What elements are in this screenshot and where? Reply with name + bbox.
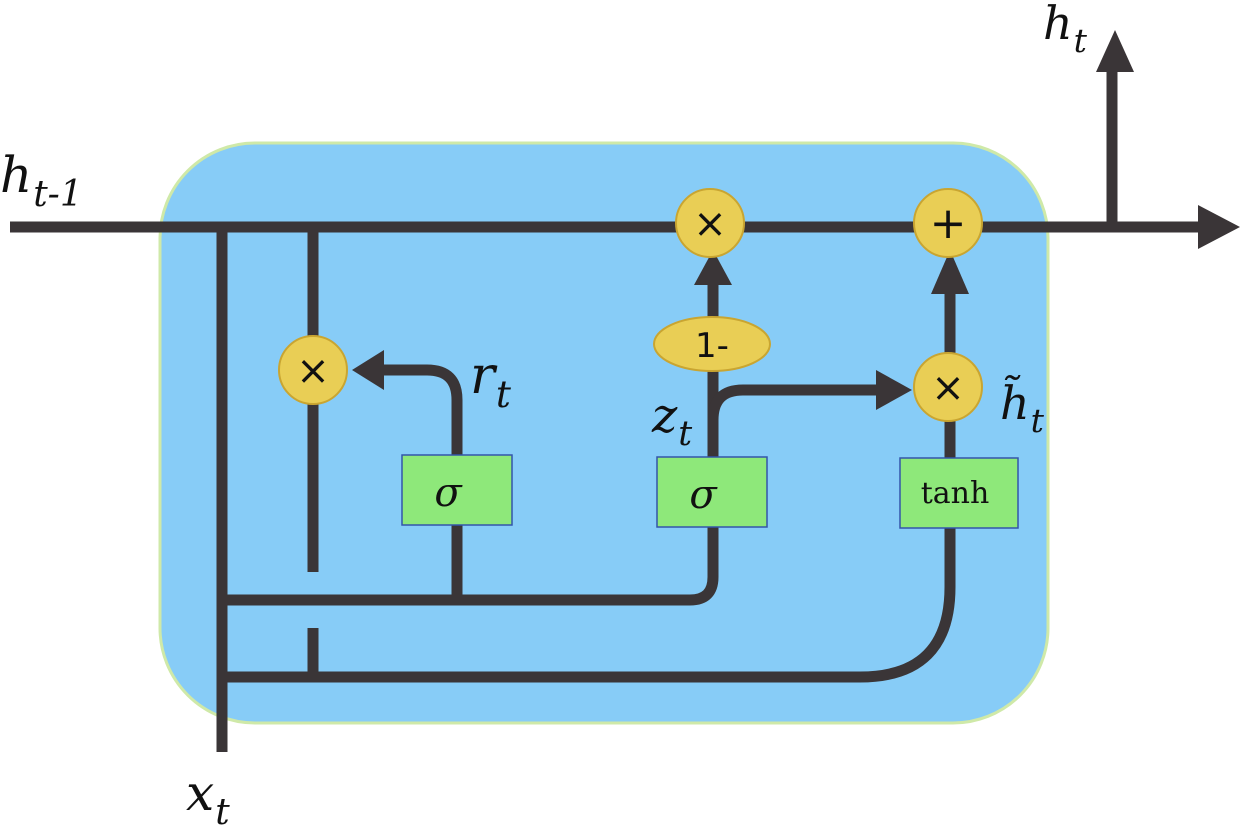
input-bus-candidate <box>222 505 956 683</box>
h-out-label: ht <box>1043 0 1087 57</box>
arrowhead-reset-mult <box>352 350 384 390</box>
h-tilde-label: h̃t <box>1000 380 1044 437</box>
r-gate-sub: t <box>495 372 511 417</box>
x-in-main: x <box>186 764 215 822</box>
r-gate-main: r <box>470 346 495 406</box>
add-out-symbol: + <box>930 198 967 249</box>
update-gate-box: σ <box>656 456 768 528</box>
h-tilde-main: h̃ <box>1000 376 1030 430</box>
z-gate-label: zt <box>652 392 692 451</box>
arrowhead-candidate-mult <box>876 370 912 410</box>
arrowhead-output-up <box>1096 30 1134 72</box>
z-gate-sub: t <box>678 414 693 455</box>
mult-reset-node: × <box>278 335 348 405</box>
mult-candidate-node: × <box>913 352 983 422</box>
mult-prev-symbol: × <box>693 201 727 247</box>
mult-reset-symbol: × <box>296 348 330 394</box>
update-gate-branch <box>707 384 880 440</box>
z-gate-main: z <box>652 388 678 444</box>
candidate-gate-box: tanh <box>899 457 1019 529</box>
one-minus-node: 1- <box>653 316 771 372</box>
reset-gate-label: σ <box>434 470 463 516</box>
reset-gate-output <box>370 364 463 458</box>
arrowhead-one-minus <box>694 250 732 285</box>
x-in-sub: t <box>215 791 230 833</box>
h-tilde-sub: t <box>1030 400 1044 440</box>
add-out-node: + <box>913 188 983 258</box>
h-out-main: h <box>1043 0 1073 50</box>
update-gate-label: σ <box>689 472 718 518</box>
h-prev-main: h <box>0 146 33 204</box>
x-in-label: xt <box>186 768 230 830</box>
h-prev-label: ht-1 <box>0 150 83 212</box>
cell-background <box>158 141 1050 725</box>
one-minus-label: 1- <box>695 326 729 366</box>
arrowhead-output-right <box>1198 205 1240 249</box>
reset-gate-box: σ <box>401 454 513 526</box>
r-gate-label: rt <box>470 350 511 413</box>
input-bus-gates <box>222 480 719 606</box>
mult-candidate-symbol: × <box>931 365 965 411</box>
h-out-sub: t <box>1073 20 1087 60</box>
h-prev-sub: t-1 <box>33 173 83 215</box>
arrowhead-sum <box>931 250 969 294</box>
candidate-gate-label: tanh <box>921 476 990 511</box>
mult-prev-node: × <box>675 188 745 258</box>
